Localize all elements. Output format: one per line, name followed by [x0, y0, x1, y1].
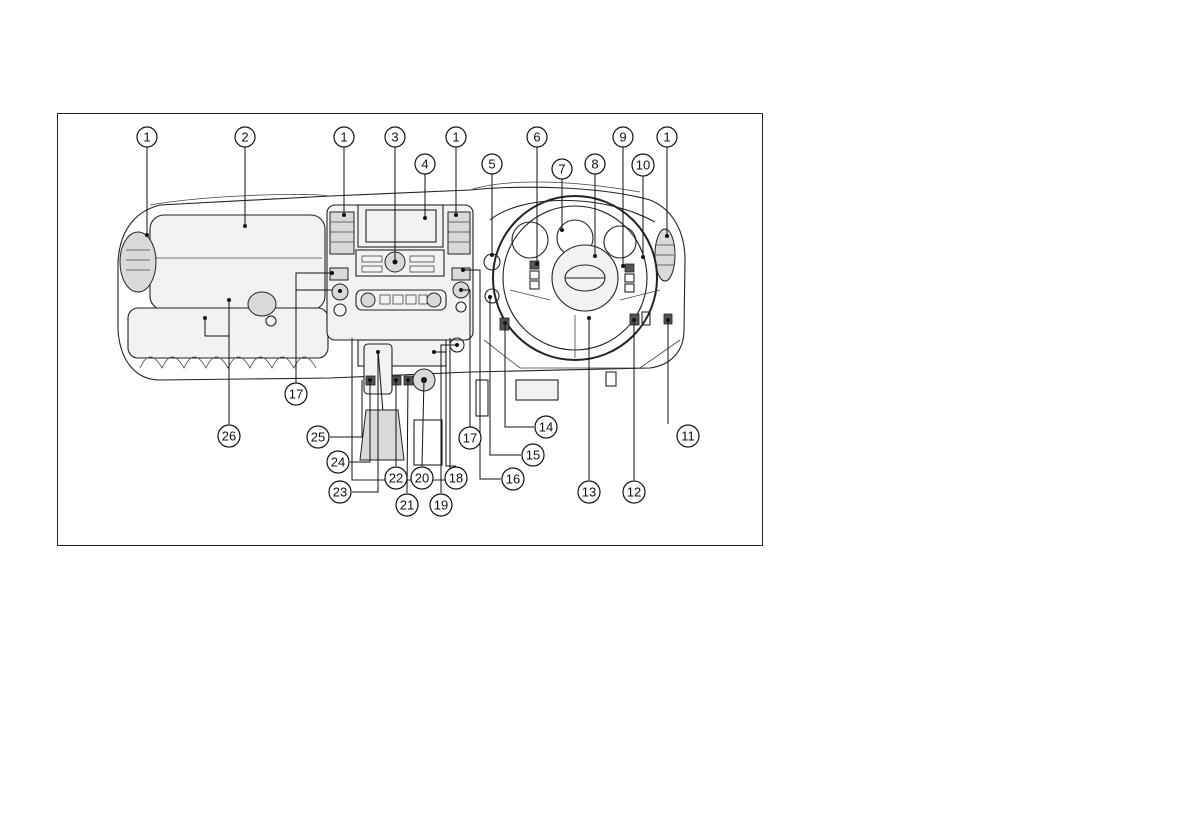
callout-12: 12	[623, 481, 645, 503]
callout-label: 17	[463, 431, 477, 446]
callout-label: 1	[340, 130, 347, 145]
callout-label: 15	[526, 448, 540, 463]
callout-label: 14	[539, 420, 553, 435]
callout-22: 22	[385, 467, 407, 489]
callout-label: 22	[389, 471, 403, 486]
callout-label: 13	[582, 485, 596, 500]
callout-16: 16	[502, 468, 524, 490]
callout-3-audio-unit: 3	[385, 127, 405, 147]
callout-label: 21	[400, 498, 414, 513]
callout-label: 10	[636, 158, 650, 173]
callout-23: 23	[329, 481, 351, 503]
callout-9: 9	[613, 127, 633, 147]
callout-label: 1	[452, 130, 459, 145]
callout-label: 19	[434, 498, 448, 513]
callout-1-side-vent-right: 1	[657, 127, 677, 147]
callout-label: 8	[591, 157, 598, 172]
callout-14: 14	[535, 416, 557, 438]
callout-label: 16	[506, 472, 520, 487]
callout-label: 11	[681, 429, 695, 444]
callout-25: 25	[307, 426, 329, 448]
callout-1-side-vent-left: 1	[137, 127, 157, 147]
callout-11: 11	[677, 425, 699, 447]
callout-label: 5	[488, 157, 495, 172]
callout-label: 20	[415, 471, 429, 486]
callout-label: 12	[627, 485, 641, 500]
callout-13: 13	[578, 481, 600, 503]
dashboard-illustration	[118, 182, 685, 480]
callout-1-center-vent-left: 1	[334, 127, 354, 147]
callout-label: 7	[558, 162, 565, 177]
callout-24: 24	[327, 451, 349, 473]
callout-20: 20	[411, 467, 433, 489]
callout-4-display: 4	[415, 154, 435, 174]
callout-2-upper-glove-box: 2	[235, 127, 255, 147]
callout-label: 1	[143, 130, 150, 145]
callout-label: 9	[619, 130, 626, 145]
callout-5: 5	[482, 154, 502, 174]
callout-18: 18	[445, 467, 467, 489]
callout-label: 26	[222, 429, 236, 444]
callout-label: 2	[241, 130, 248, 145]
callout-label: 23	[333, 485, 347, 500]
callout-26-lower-glove-box: 26	[218, 425, 240, 447]
callout-10: 10	[632, 154, 654, 176]
callout-label: 25	[311, 430, 325, 445]
callout-label: 18	[449, 471, 463, 486]
callout-label: 3	[391, 130, 398, 145]
callout-label: 1	[663, 130, 670, 145]
callout-15: 15	[522, 444, 544, 466]
callout-17-left: 17	[285, 383, 307, 405]
callout-21: 21	[396, 494, 418, 516]
callout-1-center-vent-right: 1	[446, 127, 466, 147]
callout-label: 17	[289, 387, 303, 402]
callout-7-meters: 7	[552, 159, 572, 179]
callout-17-right: 17	[459, 427, 481, 449]
callout-8-horn: 8	[585, 154, 605, 174]
callout-label: 24	[331, 455, 345, 470]
callout-19: 19	[430, 494, 452, 516]
callout-label: 6	[533, 130, 540, 145]
callout-6: 6	[527, 127, 547, 147]
callout-label: 4	[421, 157, 428, 172]
